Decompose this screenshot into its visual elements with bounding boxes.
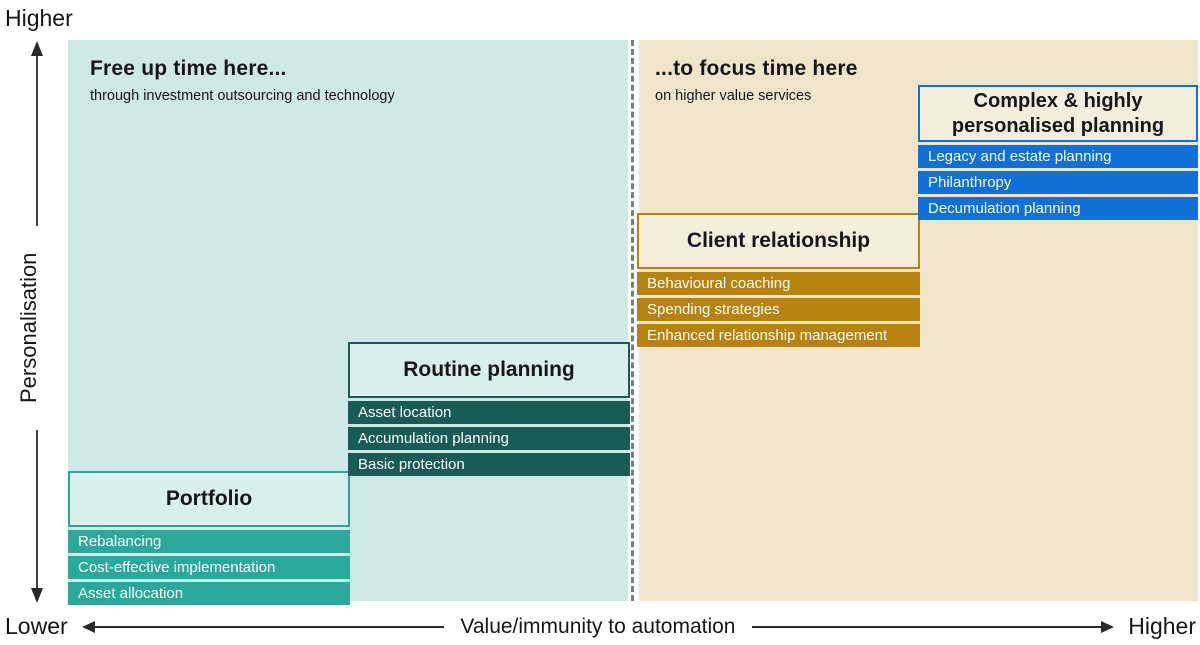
portfolio-title: Portfolio — [165, 487, 253, 510]
left-arrowhead-icon — [81, 620, 95, 633]
client-relationship-title-box: Client relationship — [637, 213, 920, 269]
x-axis-lower-label: Lower — [5, 613, 68, 639]
right-zone-title: ...to focus time here — [655, 57, 858, 80]
y-axis-label: Personalisation — [16, 252, 41, 404]
up-arrowhead-icon — [31, 41, 43, 56]
portfolio-group: Portfolio Rebalancing Cost-effective imp… — [68, 471, 350, 605]
client-relationship-title: Client relationship — [686, 229, 871, 252]
routine-item-bar: Asset location — [348, 401, 630, 424]
down-arrowhead-icon — [31, 588, 43, 603]
right-arrowhead-icon — [1101, 620, 1115, 633]
client-item-bar: Spending strategies — [637, 298, 920, 321]
client-item-bar: Enhanced relationship management — [637, 324, 920, 347]
portfolio-title-box: Portfolio — [68, 471, 350, 527]
routine-item-bar: Accumulation planning — [348, 427, 630, 450]
x-axis-left-line — [81, 620, 445, 633]
complex-item-bar: Philanthropy — [918, 171, 1198, 194]
complex-item-bar: Legacy and estate planning — [918, 145, 1198, 168]
x-axis-right-line — [751, 620, 1115, 633]
client-relationship-group: Client relationship Behavioural coaching… — [637, 213, 920, 347]
portfolio-item-bar: Asset allocation — [68, 582, 350, 605]
complex-planning-title: Complex & highly personalised planning — [951, 89, 1165, 137]
complex-planning-group: Complex & highly personalised planning L… — [918, 85, 1198, 220]
left-zone-subtitle: through investment outsourcing and techn… — [90, 88, 395, 104]
portfolio-item-bar: Rebalancing — [68, 530, 350, 553]
complex-item-bar: Decumulation planning — [918, 197, 1198, 220]
routine-item-bar: Basic protection — [348, 453, 630, 476]
complex-planning-title-box: Complex & highly personalised planning — [918, 85, 1198, 142]
x-axis-higher-label: Higher — [1128, 613, 1197, 639]
left-zone-title: Free up time here... — [90, 57, 287, 80]
y-axis-higher-label: Higher — [5, 5, 73, 31]
y-axis-arrow — [31, 41, 43, 603]
dashed-divider-line — [631, 40, 634, 601]
right-zone-subtitle: on higher value services — [655, 88, 812, 104]
routine-planning-title-box: Routine planning — [348, 342, 630, 398]
portfolio-item-bar: Cost-effective implementation — [68, 556, 350, 579]
routine-planning-group: Routine planning Asset location Accumula… — [348, 342, 630, 476]
routine-planning-title: Routine planning — [403, 358, 575, 381]
x-axis-label: Value/immunity to automation — [460, 614, 736, 638]
client-item-bar: Behavioural coaching — [637, 272, 920, 295]
x-axis: Lower Value/immunity to automation Highe… — [0, 608, 1200, 645]
